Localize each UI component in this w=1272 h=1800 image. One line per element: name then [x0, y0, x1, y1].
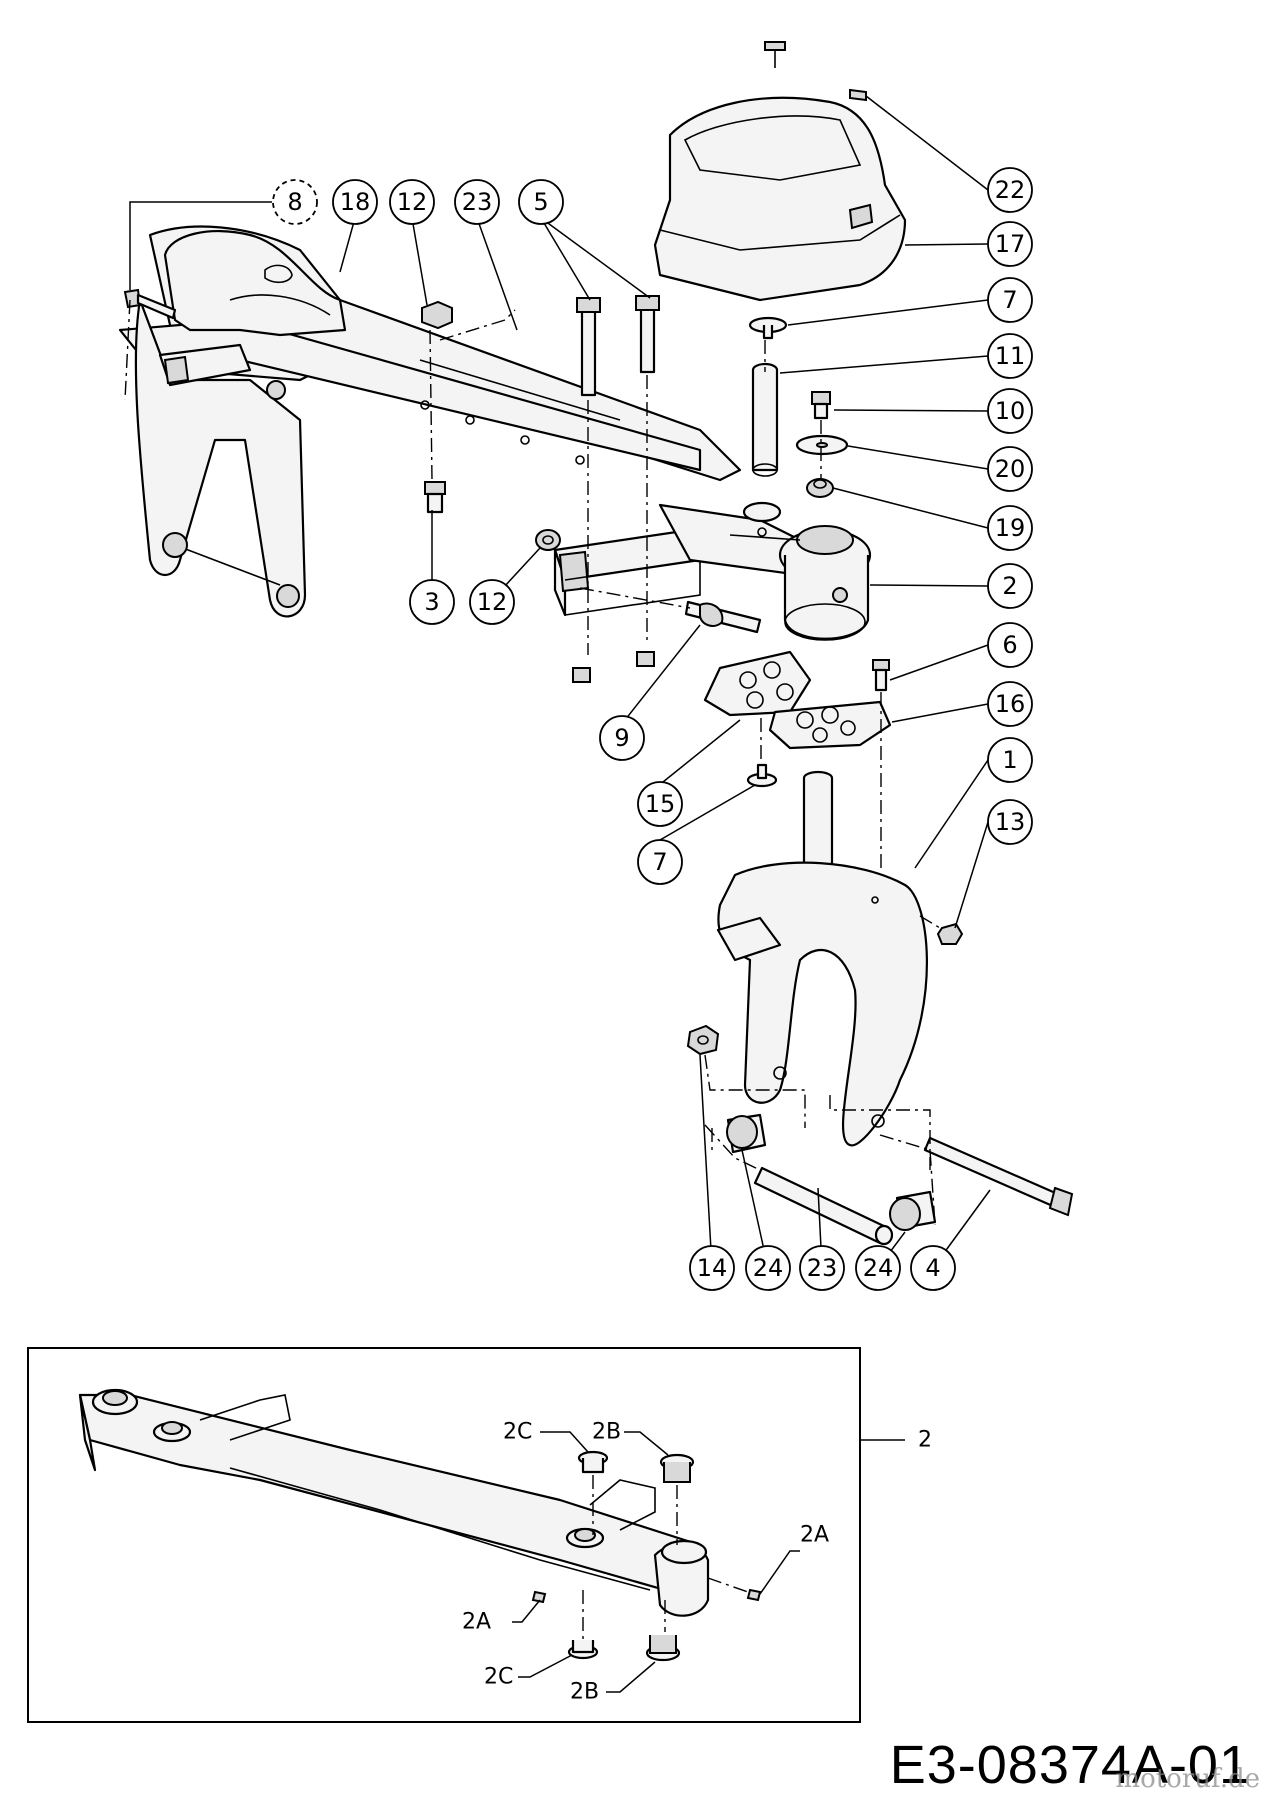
- bushing-24-right: [889, 1190, 937, 1231]
- svg-text:13: 13: [995, 808, 1026, 836]
- bolt-4: [923, 1136, 1074, 1217]
- svg-text:18: 18: [340, 188, 371, 216]
- callout-24: 24: [745, 1245, 791, 1291]
- callout-16: 16: [987, 681, 1033, 727]
- callout-13: 13: [987, 799, 1033, 845]
- svg-text:16: 16: [995, 690, 1026, 718]
- callout-7: 7: [987, 277, 1033, 323]
- callout-24-b: 24: [855, 1245, 901, 1291]
- watermark: motoruf.de: [1115, 1764, 1260, 1794]
- callout-14: 14: [689, 1245, 735, 1291]
- inset-label-2c-bottom: 2C: [484, 1665, 513, 1690]
- svg-text:9: 9: [614, 724, 629, 752]
- callout-3: 3: [409, 579, 455, 625]
- callout-18: 18: [332, 179, 378, 225]
- svg-text:4: 4: [925, 1254, 940, 1282]
- svg-text:14: 14: [697, 1254, 728, 1282]
- callout-22: 22: [987, 167, 1033, 213]
- inset-detail-box: [27, 1347, 905, 1723]
- svg-text:6: 6: [1002, 631, 1017, 659]
- callout-10: 10: [987, 388, 1033, 434]
- assembly-lines: [124, 299, 941, 1226]
- bolt-6: [872, 659, 890, 692]
- front-yoke-1: [716, 770, 928, 1147]
- svg-text:3: 3: [424, 588, 439, 616]
- drawing-code: E3-08374A-01: [889, 1735, 1250, 1795]
- svg-text:11: 11: [995, 342, 1026, 370]
- svg-text:23: 23: [807, 1254, 838, 1282]
- svg-text:2: 2: [1002, 572, 1017, 600]
- svg-text:17: 17: [995, 230, 1026, 258]
- callout-7-b: 7: [637, 839, 683, 885]
- pivot-arm-assembly: [658, 501, 872, 641]
- bolt-8: [123, 288, 177, 320]
- svg-text:23: 23: [462, 188, 493, 216]
- callout-2: 2: [987, 563, 1033, 609]
- gear-plate-16: [768, 700, 892, 750]
- washer-20: [795, 434, 849, 456]
- inset-ref-label: 2: [918, 1428, 932, 1453]
- inset-label-2b-bottom: 2B: [570, 1680, 599, 1705]
- svg-text:5: 5: [533, 188, 548, 216]
- svg-text:20: 20: [995, 455, 1026, 483]
- callout-12-b: 12: [469, 579, 515, 625]
- inset-labels: 2 2C 2B 2A 2A 2C 2B: [462, 1420, 932, 1705]
- svg-text:22: 22: [995, 176, 1026, 204]
- inset-label-2a-right: 2A: [800, 1523, 829, 1548]
- nut-12-side: [535, 529, 561, 551]
- nuts-under-tube: [572, 651, 655, 683]
- callout-23-b: 23: [799, 1245, 845, 1291]
- inset-label-2b-top: 2B: [592, 1420, 621, 1445]
- left-axle-cover: [163, 229, 347, 337]
- bolt-3: [424, 481, 446, 514]
- right-square-tube: [553, 528, 702, 617]
- svg-text:19: 19: [995, 514, 1026, 542]
- nut-19: [806, 478, 834, 498]
- nut-12-top: [421, 300, 453, 330]
- inset-label-2c-top: 2C: [503, 1420, 532, 1445]
- bolt-10: [811, 391, 831, 420]
- callout-12: 12: [389, 179, 435, 225]
- bushing-24-left: [726, 1113, 767, 1154]
- svg-text:15: 15: [645, 790, 676, 818]
- svg-text:24: 24: [863, 1254, 894, 1282]
- spindle-cover-17: [653, 41, 907, 302]
- svg-text:7: 7: [1002, 286, 1017, 314]
- svg-text:1: 1: [1002, 746, 1017, 774]
- pin-11: [751, 362, 779, 477]
- bolts-5: [576, 295, 660, 397]
- washer-7-top: [748, 316, 788, 340]
- nut-14: [686, 1024, 720, 1056]
- callout-5: 5: [518, 179, 564, 225]
- gear-plate-15: [703, 650, 812, 717]
- callout-17: 17: [987, 221, 1033, 267]
- callout-1: 1: [987, 737, 1033, 783]
- washer-7-bottom: [746, 763, 778, 788]
- inset-label-2a-left: 2A: [462, 1610, 491, 1635]
- callout-9: 9: [599, 715, 645, 761]
- inset-bushing-2b-bottom: [645, 1635, 681, 1662]
- svg-text:10: 10: [995, 397, 1026, 425]
- bolt-9: [684, 600, 762, 634]
- svg-text:8: 8: [287, 188, 302, 216]
- inset-bushing-2c-bottom: [567, 1640, 599, 1660]
- inset-bushing-2c-top: [577, 1450, 609, 1474]
- callout-23: 23: [454, 179, 500, 225]
- tube-23: [753, 1166, 894, 1246]
- callout-20: 20: [987, 446, 1033, 492]
- svg-text:12: 12: [397, 188, 428, 216]
- callout-15: 15: [637, 781, 683, 827]
- inset-bushing-2b-top: [659, 1453, 695, 1483]
- callouts: 8 18 12 23 5 22 17 7 11 10 20 19 2 6 16 …: [272, 167, 1033, 1291]
- svg-text:24: 24: [753, 1254, 784, 1282]
- callout-8: 8: [272, 179, 318, 225]
- svg-text:7: 7: [652, 848, 667, 876]
- callout-6: 6: [987, 622, 1033, 668]
- svg-text:12: 12: [477, 588, 508, 616]
- callout-19: 19: [987, 505, 1033, 551]
- nut-13: [936, 922, 964, 945]
- callout-11: 11: [987, 333, 1033, 379]
- callout-4: 4: [910, 1245, 956, 1291]
